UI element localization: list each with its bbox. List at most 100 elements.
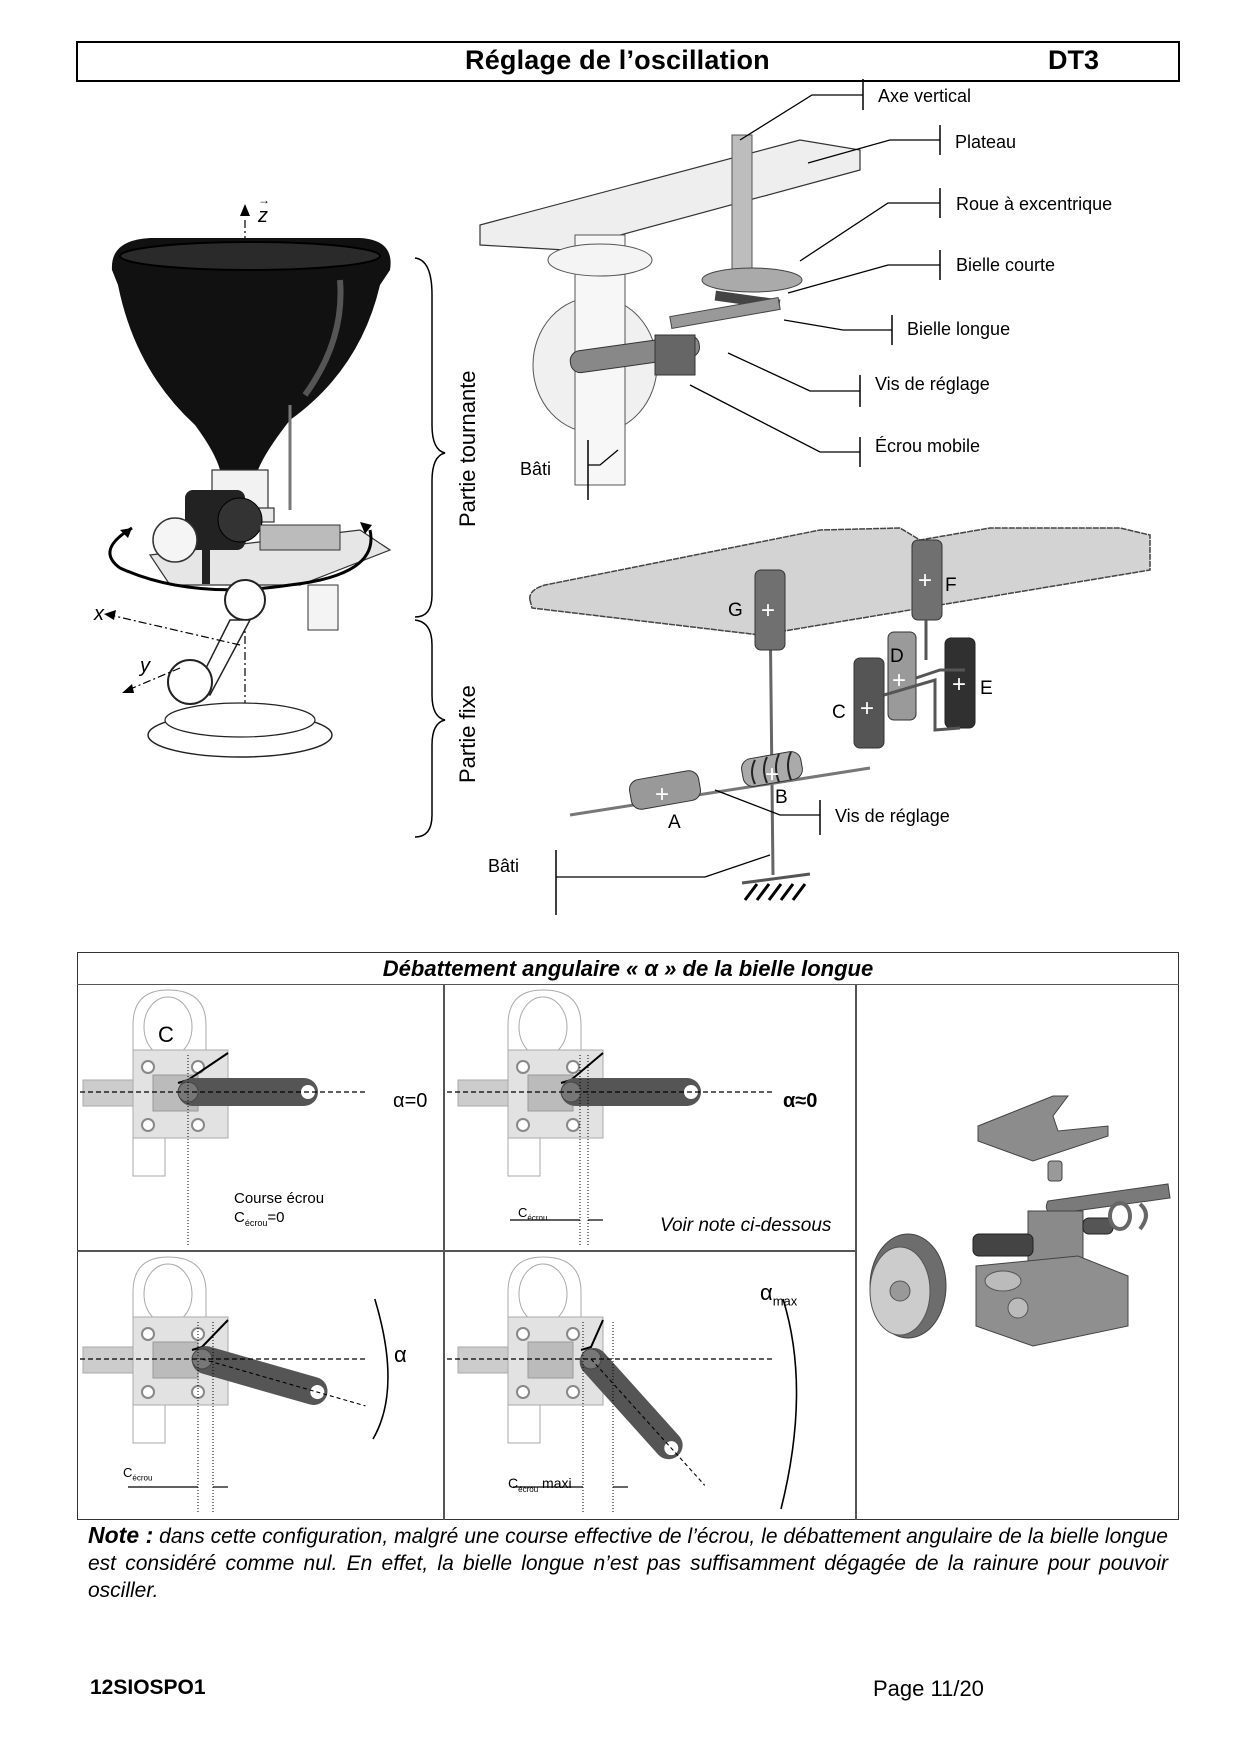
point-label-a: A bbox=[668, 812, 681, 833]
suction-base-rim bbox=[164, 702, 316, 738]
label-screw-kinematic: Vis de réglage bbox=[835, 806, 950, 826]
pivot-screw bbox=[1047, 1160, 1063, 1182]
cell0-course-label: Course écrou bbox=[234, 1190, 325, 1207]
point-label-e: E bbox=[980, 678, 993, 699]
alpha-cell-max bbox=[447, 1256, 798, 1512]
cylinder bbox=[307, 584, 339, 631]
note-prefix: Note : bbox=[88, 1522, 154, 1548]
bracket-foot bbox=[132, 1137, 166, 1177]
link-c-e bbox=[883, 677, 961, 732]
y-axis-arrow-icon bbox=[122, 684, 134, 693]
long-link-part bbox=[1045, 1183, 1171, 1215]
helix-icon bbox=[751, 751, 792, 785]
label-frame-kinematic: Bâti bbox=[488, 856, 519, 876]
kinematic-diagram: + G + F D + + E + C + A + B Vis de régla… bbox=[488, 527, 1151, 915]
label-moving-nut: Écrou mobile bbox=[875, 436, 980, 456]
header-box bbox=[76, 41, 1180, 82]
joint-c bbox=[853, 657, 885, 749]
long-link bbox=[669, 296, 781, 330]
footer-page-number: Page 11/20 bbox=[873, 1676, 984, 1701]
point-label-c: C bbox=[832, 702, 846, 723]
note-text: dans cette configuration, malgré une cou… bbox=[88, 1525, 1168, 1602]
bracket-screw-hole bbox=[566, 1327, 580, 1341]
z-axis-arrow-icon bbox=[240, 204, 250, 216]
nut bbox=[527, 1341, 574, 1379]
label-short-link: Bielle courte bbox=[956, 255, 1055, 275]
cell3-c: C bbox=[508, 1475, 519, 1491]
y-axis-label: y bbox=[138, 655, 151, 677]
link-axis bbox=[590, 1358, 706, 1486]
joint-d-cross: + bbox=[892, 667, 906, 694]
base-pivot bbox=[224, 579, 266, 621]
bracket-screw-hole bbox=[191, 1118, 205, 1132]
label-long-link: Bielle longue bbox=[907, 319, 1010, 339]
knurled-knob-hole bbox=[889, 1280, 911, 1302]
rotating-part-label: Partie tournante bbox=[455, 370, 480, 527]
cell1-alpha-label: α≈0 bbox=[783, 1090, 817, 1113]
cell1-c-sub: écrou bbox=[527, 1213, 548, 1223]
cell0-c: C bbox=[234, 1209, 245, 1226]
bracket-screw-hole bbox=[141, 1327, 155, 1341]
joint-g bbox=[754, 569, 786, 651]
table-divider-col2 bbox=[855, 984, 857, 1520]
bracket-screw-hole bbox=[141, 1118, 155, 1132]
cell2-alpha-text: α bbox=[394, 1342, 407, 1367]
hopper-rim bbox=[119, 241, 381, 271]
callout-short-link: Bielle courte bbox=[787, 250, 1055, 294]
label-vertical-axis: Axe vertical bbox=[878, 86, 971, 106]
moving-nut bbox=[654, 334, 696, 376]
part-braces: Partie tournante Partie fixe bbox=[414, 257, 480, 838]
point-label-d: D bbox=[890, 646, 904, 667]
grooved-plate bbox=[977, 1095, 1109, 1162]
circlip-icon bbox=[1138, 1202, 1148, 1231]
motor-cap bbox=[217, 497, 263, 543]
x-axis-line bbox=[109, 614, 241, 646]
ground-hatch-icon bbox=[743, 883, 807, 901]
joint-a-cross: + bbox=[655, 781, 669, 808]
link-d-e bbox=[915, 668, 965, 680]
note-paragraph: Note : dans cette configuration, malgré … bbox=[88, 1522, 1168, 1604]
cell2-c-sub: écrou bbox=[132, 1473, 153, 1483]
y-axis-line bbox=[127, 667, 181, 691]
bracket-screw-hole bbox=[566, 1118, 580, 1132]
base-clamp bbox=[167, 659, 213, 705]
cell1-note-ref: Voir note ci-dessous bbox=[660, 1215, 832, 1236]
document-code: DT3 bbox=[1048, 45, 1100, 75]
bracket-foot bbox=[132, 1404, 166, 1444]
ground-line bbox=[741, 872, 811, 885]
angle-arc-icon bbox=[780, 1298, 798, 1510]
joint-e-cross: + bbox=[952, 671, 966, 698]
z-axis-label: z bbox=[257, 205, 268, 227]
callout-long-link: Bielle longue bbox=[783, 315, 1010, 345]
bracket-foot bbox=[507, 1137, 541, 1177]
callout-frame-kinematic bbox=[556, 854, 771, 878]
fixed-part-label: Partie fixe bbox=[455, 685, 480, 783]
housing-bore bbox=[984, 1270, 1022, 1292]
point-label-b: B bbox=[775, 787, 788, 808]
hopper-highlight bbox=[302, 279, 344, 397]
footer-document-code: 12SIOSPO1 bbox=[90, 1676, 206, 1699]
table-divider-col1 bbox=[443, 984, 445, 1520]
cell3-c-suffix: maxi bbox=[538, 1475, 572, 1491]
joint-a bbox=[629, 770, 701, 810]
joint-d bbox=[887, 631, 917, 721]
page-title: Réglage de l’oscillation bbox=[465, 45, 770, 75]
plate bbox=[479, 139, 861, 251]
joint-b-cross: + bbox=[765, 761, 779, 788]
bracket-screw-hole bbox=[141, 1385, 155, 1399]
fixed-part-brace bbox=[414, 619, 446, 838]
bracket-screw-hole bbox=[516, 1327, 530, 1341]
rotating-part-brace bbox=[414, 257, 446, 618]
x-axis-label: x bbox=[93, 603, 105, 625]
alpha-table bbox=[77, 952, 1179, 1520]
hopper-bowl bbox=[111, 238, 391, 470]
screw-shaft bbox=[457, 1346, 509, 1374]
bracket-screw-hole bbox=[141, 1060, 155, 1074]
knob bbox=[152, 517, 198, 563]
angle-arc-icon bbox=[372, 1298, 389, 1440]
rotation-arrow-icon bbox=[108, 526, 373, 592]
cell3-c-label: Cécrou maxi bbox=[508, 1475, 572, 1494]
kinematic-plate bbox=[529, 527, 1151, 636]
cell3-c-sub: écrou bbox=[518, 1484, 539, 1494]
callout-screw-kinematic bbox=[714, 789, 820, 816]
